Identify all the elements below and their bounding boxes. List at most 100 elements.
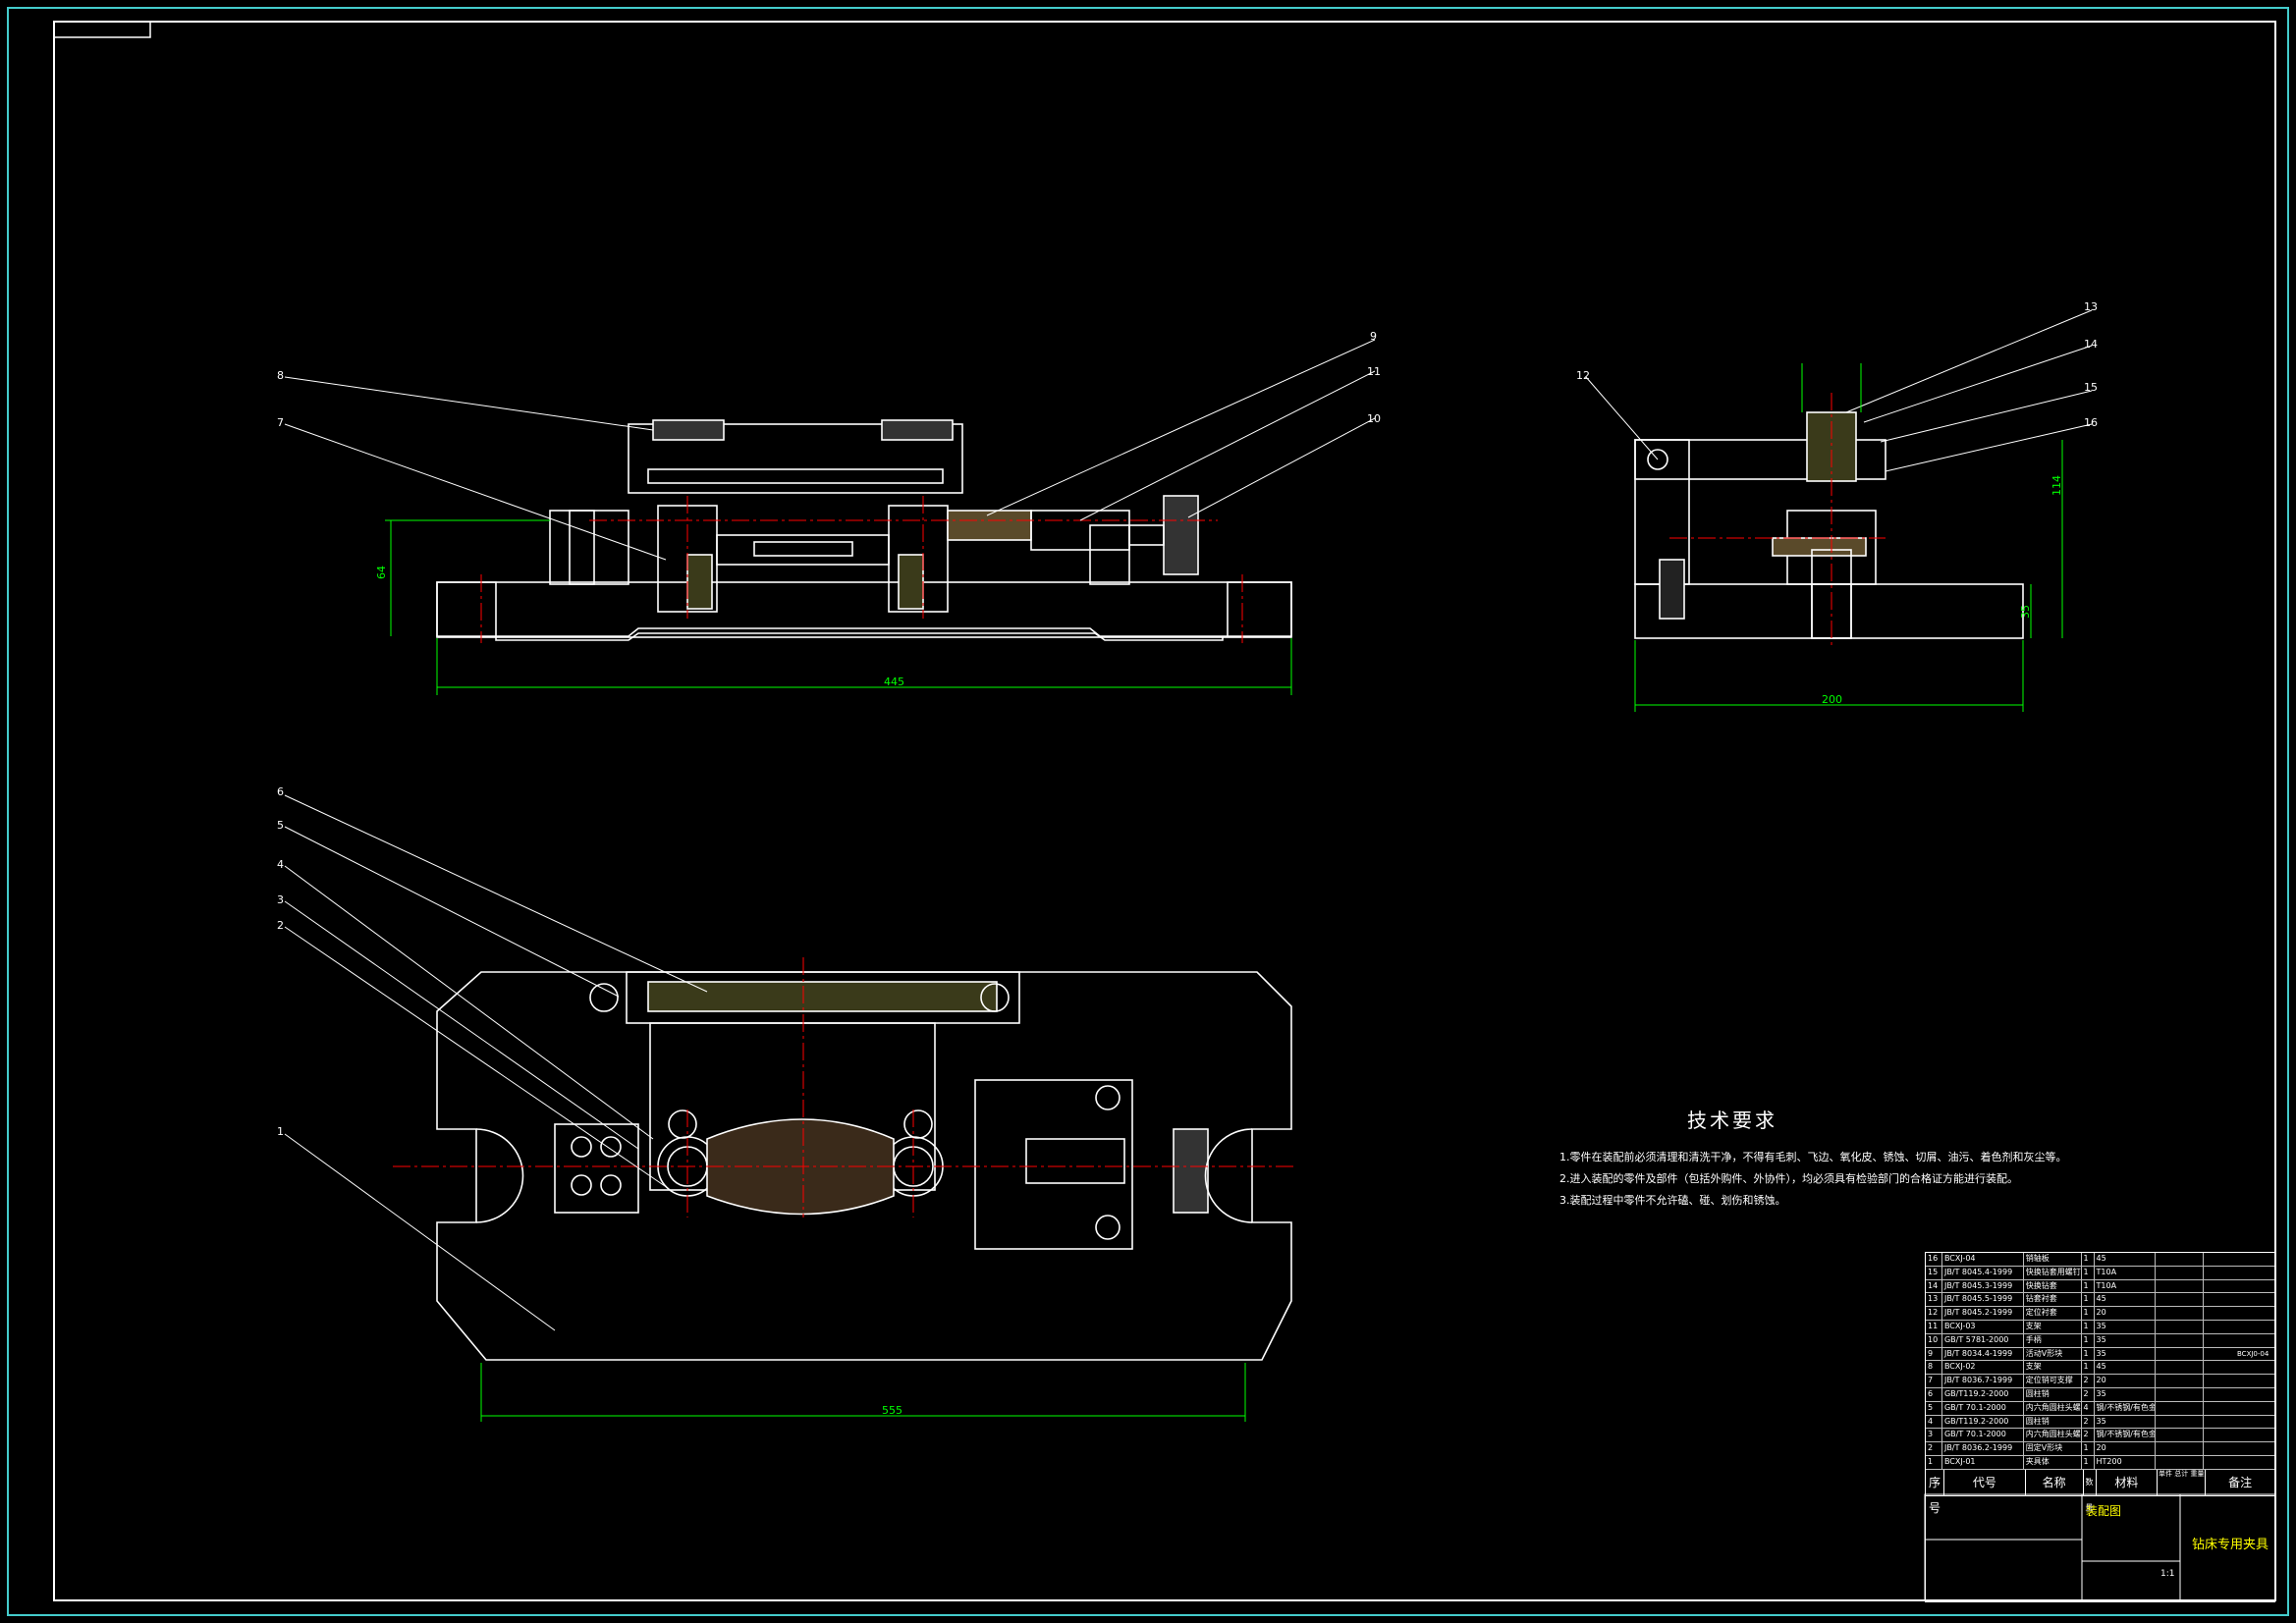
balloon-3: 3	[277, 893, 284, 906]
bom-cell: 2	[2082, 1375, 2095, 1387]
balloon-4: 4	[277, 858, 284, 871]
bom-cell: 钢/不锈钢/有色金属	[2095, 1429, 2157, 1442]
bom-cell: 手柄	[2024, 1333, 2082, 1347]
bom-cell	[2204, 1361, 2274, 1374]
bom-cell: 1	[2082, 1442, 2095, 1455]
bom-cell: 2	[2082, 1387, 2095, 1401]
bom-cell: 1	[2082, 1266, 2095, 1279]
bom-cell	[2204, 1321, 2274, 1333]
front-view	[436, 419, 1292, 641]
balloon-6: 6	[277, 785, 284, 798]
bom-cell	[2204, 1456, 2274, 1469]
bom-cell	[2156, 1307, 2205, 1320]
bom-cell	[2204, 1429, 2274, 1441]
bom-row: 5GB/T 70.1-2000内六角圆柱头螺钉 M8×304钢/不锈钢/有色金属	[1926, 1401, 2274, 1416]
bom-cell	[2204, 1442, 2274, 1455]
bom-cell: 圆柱销	[2024, 1415, 2082, 1429]
bom-cell: BCXJ-02	[1942, 1361, 2024, 1375]
bom-cell	[2204, 1402, 2274, 1415]
bom-cell: 13	[1926, 1293, 1942, 1307]
bom-cell: 45	[2095, 1293, 2157, 1307]
bom-cell	[2156, 1415, 2205, 1429]
bom-cell: T10A	[2095, 1266, 2157, 1279]
balloon-16: 16	[2084, 416, 2098, 429]
bom-cell: 支架	[2024, 1320, 2082, 1333]
bom-header-cell: 材料	[2097, 1469, 2159, 1495]
bom-cell	[2156, 1333, 2205, 1347]
bom-cell: 5	[1926, 1401, 1942, 1415]
bom-cell: 35	[2095, 1415, 2157, 1429]
bom-cell	[2204, 1416, 2274, 1429]
bom-cell	[2156, 1279, 2205, 1293]
bom-cell	[2156, 1266, 2205, 1279]
front-width-dim: 445	[884, 676, 904, 688]
bom-cell: 1	[2082, 1361, 2095, 1375]
bom-cell	[2156, 1401, 2205, 1415]
side-width-dim: 200	[1822, 693, 1842, 706]
front-centerlines	[480, 496, 1243, 643]
bom-cell	[2156, 1347, 2205, 1361]
bom-cell: 6	[1926, 1387, 1942, 1401]
bom-header-cell: 单件 总计 重量	[2158, 1469, 2207, 1495]
bom-cell	[2156, 1293, 2205, 1307]
bom-cell: 1	[2082, 1333, 2095, 1347]
balloon-12: 12	[1576, 369, 1590, 382]
balloon-13: 13	[2084, 300, 2098, 313]
bom-cell: 1	[2082, 1455, 2095, 1469]
bom-cell: 活动V形块	[2024, 1347, 2082, 1361]
bom-cell	[2204, 1307, 2274, 1320]
balloon-11: 11	[1367, 365, 1381, 378]
bom-cell	[2204, 1280, 2274, 1293]
front-height-dim: 64	[375, 566, 388, 579]
bom-header-cell: 序号	[1926, 1469, 1944, 1515]
bom-cell: 7	[1926, 1375, 1942, 1387]
top-centerlines	[393, 957, 1296, 1217]
side-base-dim: 35	[2019, 605, 2032, 619]
tech-requirement-line: 1.零件在装配前必须清理和清洗干净，不得有毛刺、飞边、氧化皮、锈蚀、切屑、油污、…	[1559, 1151, 2067, 1163]
bom-cell: BCXJ-01	[1942, 1455, 2024, 1469]
bom-cell: JB/T 8034.4-1999	[1942, 1347, 2024, 1361]
bom-cell	[2204, 1293, 2274, 1306]
bom-cell	[2204, 1375, 2274, 1387]
bom-cell: BCXJ-04	[1942, 1253, 2024, 1266]
bom-cell	[2156, 1442, 2205, 1455]
bom-cell: 支架	[2024, 1361, 2082, 1375]
bom-cell: GB/T119.2-2000	[1942, 1387, 2024, 1401]
balloon-2: 2	[277, 919, 284, 932]
bom-cell: 圆柱销	[2024, 1387, 2082, 1401]
bom-cell: 15	[1926, 1266, 1942, 1279]
side-leaders	[1585, 309, 2093, 472]
drawing-scale: 1:1	[2160, 1569, 2175, 1579]
bom-cell: GB/T 70.1-2000	[1942, 1401, 2024, 1415]
bom-cell: 固定V形块	[2024, 1442, 2082, 1455]
balloon-8: 8	[277, 369, 284, 382]
bom-cell: JB/T 8045.4-1999	[1942, 1266, 2024, 1279]
bom-cell: 20	[2095, 1307, 2157, 1320]
bom-cell: GB/T 70.1-2000	[1942, 1429, 2024, 1442]
bom-cell	[2204, 1253, 2274, 1266]
product-title: 钻床专用夹具	[2192, 1538, 2269, 1552]
bom-cell: 内六角圆柱头螺钉 M6×20	[2024, 1429, 2082, 1442]
balloon-7: 7	[277, 416, 284, 429]
bom-cell: 销轴板	[2024, 1253, 2082, 1266]
bom-row: 3GB/T 70.1-2000内六角圆柱头螺钉 M6×202钢/不锈钢/有色金属	[1926, 1429, 2274, 1443]
top-dimensions	[480, 1363, 1246, 1422]
bom-cell: 钢/不锈钢/有色金属	[2095, 1401, 2157, 1415]
bom-header-cell: 名称	[2026, 1469, 2084, 1495]
bom-cell	[2156, 1429, 2205, 1442]
bom-cell: 9	[1926, 1347, 1942, 1361]
bom-cell: JB/T 8045.5-1999	[1942, 1293, 2024, 1307]
bom-cell: 1	[2082, 1293, 2095, 1307]
bom-cell: 16	[1926, 1253, 1942, 1266]
